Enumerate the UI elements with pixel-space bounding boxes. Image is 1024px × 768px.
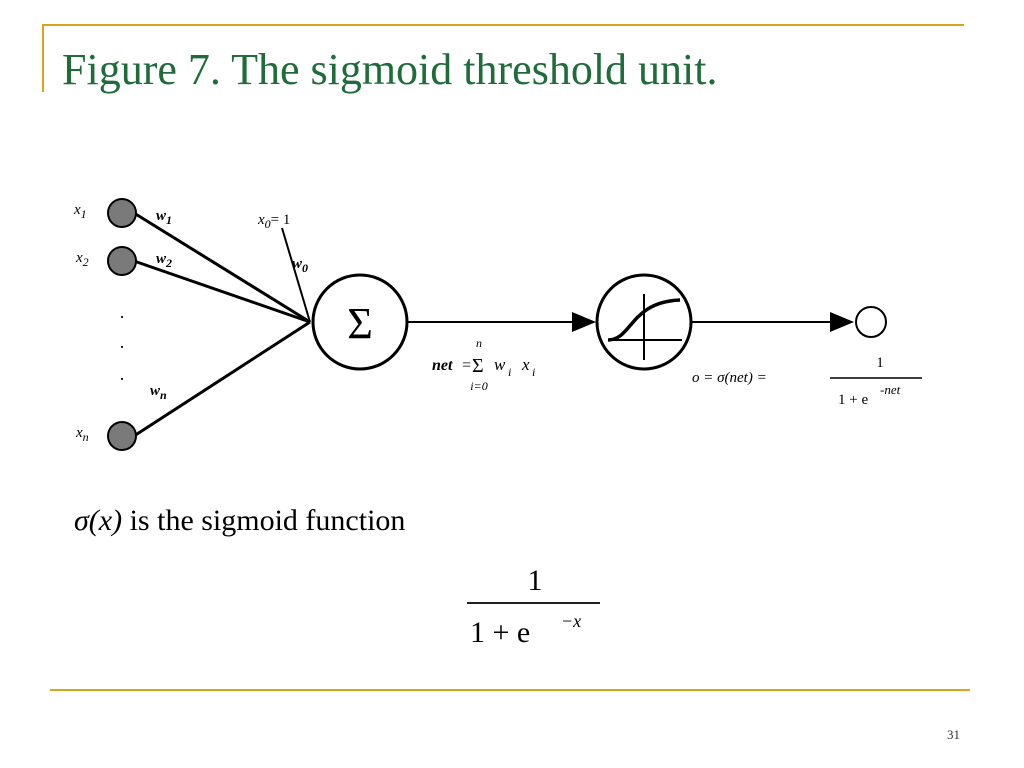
input-label-2: x2 [75, 250, 89, 269]
ellipsis-dot-1: . [120, 302, 125, 322]
weight-label-2: w2 [156, 251, 172, 270]
sigmoid-unit-diagram: x1 x2 xn w1 w2 wn . . . x0= 1 w0 Σ net [73, 198, 922, 649]
input-edge-n [133, 320, 311, 438]
output-formula: o = σ(net) = 1 1 + e -net [692, 355, 922, 408]
sigma-sum-symbol: Σ [347, 299, 373, 348]
sigmoid-curve-icon [607, 294, 682, 360]
svg-text:1: 1 [528, 564, 543, 597]
input-node-2 [107, 246, 137, 276]
sigmoid-caption: σ(x) is the sigmoid function [74, 504, 405, 537]
input-label-n: xn [75, 425, 89, 444]
ellipsis-dot-2: . [120, 332, 125, 352]
svg-text:=: = [462, 357, 471, 374]
top-rule [44, 24, 964, 26]
svg-text:x: x [521, 355, 530, 374]
svg-text:1 + e: 1 + e [470, 616, 530, 649]
bias-weight-label: w0 [292, 256, 308, 275]
bias-input-label: x0= 1 [257, 212, 290, 231]
output-node [855, 306, 887, 338]
weight-label-n: wn [150, 383, 167, 402]
svg-text:1: 1 [876, 355, 884, 371]
net-formula: net = Σ n i=0 w i x i [432, 336, 535, 393]
svg-text:o = σ(net) =: o = σ(net) = [692, 370, 767, 386]
slide-title: Figure 7. The sigmoid threshold unit. [62, 45, 718, 94]
svg-text:w: w [494, 355, 506, 374]
weight-label-1: w1 [156, 208, 172, 227]
svg-text:-net: -net [880, 382, 901, 397]
svg-text:i=0: i=0 [470, 379, 487, 393]
figure-area: x1 x2 xn w1 w2 wn . . . x0= 1 w0 Σ net [70, 190, 930, 665]
left-rule [42, 24, 44, 92]
input-label-1: x1 [73, 202, 87, 221]
input-edge-1 [133, 211, 311, 324]
bias-edge [281, 227, 311, 323]
svg-text:i: i [532, 365, 535, 379]
svg-text:n: n [476, 336, 482, 350]
svg-text:Σ: Σ [472, 355, 484, 377]
input-edge-2 [133, 259, 311, 324]
bottom-rule [50, 689, 970, 691]
svg-text:net: net [432, 357, 453, 374]
input-node-n [107, 421, 137, 451]
svg-text:1 + e: 1 + e [838, 392, 868, 408]
ellipsis-dot-3: . [120, 364, 125, 384]
sigmoid-formula: 1 1 + e −x [467, 564, 600, 649]
svg-text:−x: −x [561, 611, 581, 631]
page-number: 31 [947, 727, 960, 742]
svg-text:i: i [508, 365, 511, 379]
input-node-1 [107, 198, 137, 228]
